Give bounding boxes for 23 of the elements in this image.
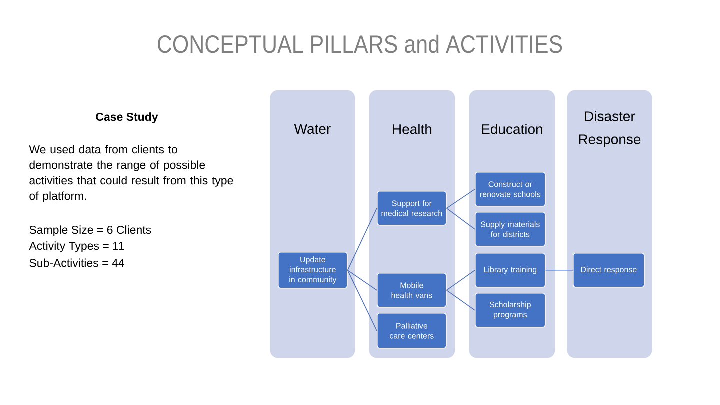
connector-line	[545, 270, 574, 271]
activity-box: Support for medical research	[377, 191, 447, 226]
activity-box: Direct response	[573, 253, 645, 288]
connector-line	[446, 270, 476, 291]
connector-line	[347, 208, 378, 271]
heading: Case Study	[96, 112, 158, 124]
connector-line	[446, 189, 476, 209]
activity-box: Library training	[475, 253, 546, 288]
activity-box: Palliative care centers	[377, 313, 447, 349]
activity-box: Construct or renovate schools	[475, 172, 546, 207]
stat-line: Activity Types = 11	[29, 242, 124, 252]
stat-line: Sample Size = 6 Clients	[30, 226, 152, 236]
paragraph: We used data from clients to demonstrate the range of possible activities that could result from this type of platform.	[29, 145, 234, 202]
activity-box: Mobile health vans	[377, 273, 447, 308]
activity-box: Update infrastructure in community	[278, 252, 348, 289]
activity-box: Scholarship programs	[475, 293, 546, 328]
title: CONCEPTUAL PILLARS and ACTIVITIES	[158, 34, 562, 54]
connector-line	[446, 290, 476, 311]
connector-line	[347, 270, 378, 332]
connector-line	[446, 208, 476, 230]
activity-box: Supply materials for districts	[475, 212, 546, 247]
stat-line: Sub-Activities = 44	[30, 258, 124, 268]
connector-line	[347, 270, 378, 291]
